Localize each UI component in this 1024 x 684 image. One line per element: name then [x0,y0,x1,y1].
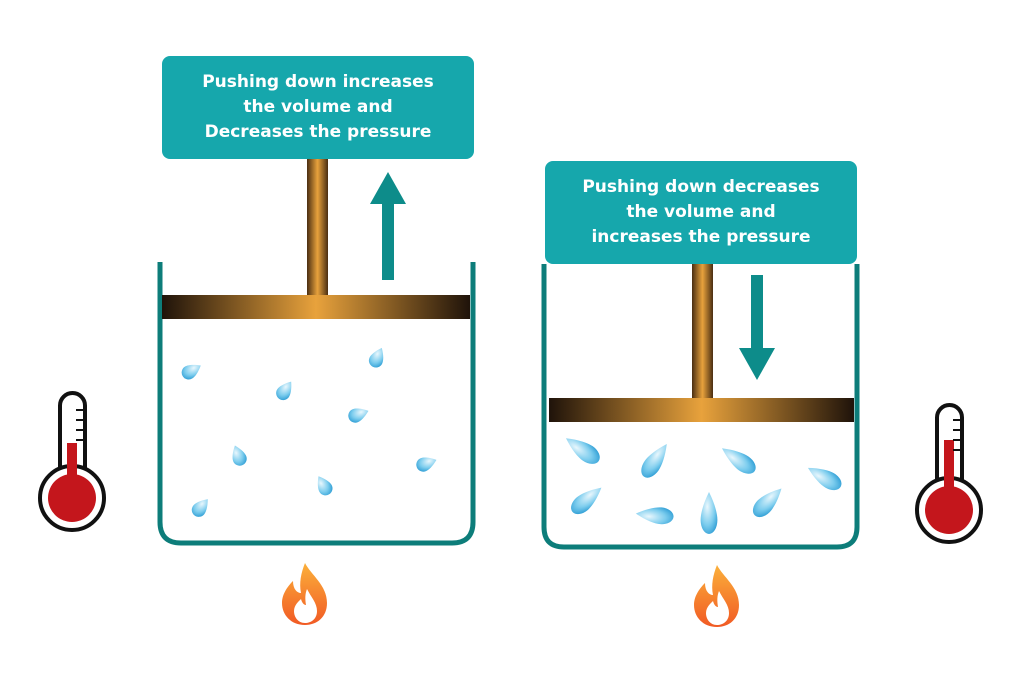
particle-icon [717,441,760,478]
left-piston-rod [307,158,328,295]
particle-icon [366,344,389,370]
right-caption-line-3: increases the pressure [591,227,811,247]
particle-icon [700,492,718,534]
left-caption-line-1: Pushing down increases [202,72,434,92]
particle-icon [346,404,371,425]
arrow-up-icon [370,172,406,280]
flame-icon [282,563,327,625]
particle-icon [188,494,214,520]
left-caption-line-2: the volume and [243,97,393,117]
particle-icon [312,472,336,498]
right-container-wall [541,264,860,550]
left-cylinder [157,158,476,546]
right-flame [694,565,739,627]
particle-icon [179,359,205,383]
flame-icon [694,565,739,627]
right-caption-line-2: the volume and [626,202,776,222]
right-piston-rod [692,262,713,399]
left-thermometer [38,391,106,532]
right-cylinder [541,262,860,550]
right-caption-line-1: Pushing down decreases [582,177,820,197]
left-container-wall [157,262,476,546]
left-flame [282,563,327,625]
particle-icon [567,481,607,519]
particle-icon [748,482,788,522]
left-caption-box: Pushing down increases the volume and De… [162,56,474,159]
particle-icon [560,431,604,469]
right-piston-plate [549,398,854,422]
particle-icon [803,460,845,495]
particle-icon [635,505,675,526]
arrow-down-icon [739,275,775,380]
thermometer-icon [38,391,106,532]
right-thermometer [915,403,983,544]
particle-icon [228,443,249,468]
right-caption-box: Pushing down decreases the volume and in… [545,161,857,264]
left-particles [179,344,439,520]
left-caption-line-3: Decreases the pressure [204,122,432,142]
particle-icon [273,377,297,403]
left-piston-plate [162,295,470,319]
particle-icon [414,453,439,474]
thermometer-icon [915,403,983,544]
right-particles [560,431,845,534]
particle-icon [637,439,674,482]
